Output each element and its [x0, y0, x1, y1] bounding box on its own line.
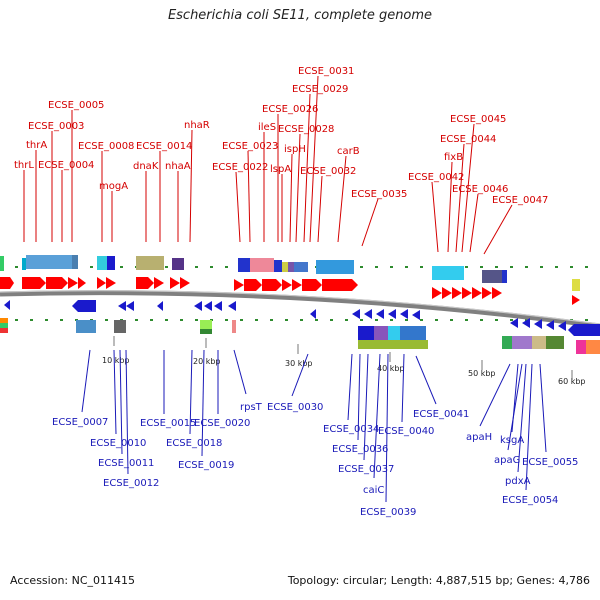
- genome-summary-text: Topology: circular; Length: 4,887,515 bp…: [287, 574, 590, 587]
- gene-label-top: thrA: [26, 140, 47, 151]
- gene-label-bottom: ksgA: [500, 435, 524, 446]
- accession-text: Accession: NC_011415: [10, 574, 136, 587]
- gene-label-top: ECSE_0047: [492, 195, 548, 206]
- gene-label-top: dnaK: [133, 161, 159, 172]
- gene-label-bottom: ECSE_0012: [103, 478, 159, 489]
- gene-label-top: ECSE_0023: [222, 141, 278, 152]
- gene-label-top: ECSE_0003: [28, 121, 84, 132]
- gene-label-bottom: ECSE_0019: [178, 460, 234, 471]
- gene-label-top: ECSE_0029: [292, 84, 348, 95]
- gene-label-top: ECSE_0014: [136, 141, 192, 152]
- gene-label-top: ECSE_0035: [351, 189, 407, 200]
- gene-label-bottom: ECSE_0010: [90, 438, 146, 449]
- genome-title: Escherichia coli SE11, complete genome: [167, 8, 433, 23]
- tick-label: 60 kbp: [558, 377, 586, 386]
- gene-label-bottom: ECSE_0039: [360, 507, 416, 518]
- gene-label-top: ECSE_0022: [212, 162, 268, 173]
- gene-label-bottom: ECSE_0020: [194, 418, 250, 429]
- gene-label-top: ECSE_0032: [300, 166, 356, 177]
- gene-label-bottom: ECSE_0036: [332, 444, 388, 455]
- top-labels: thrL thrA ECSE_0003 ECSE_0004 ECSE_0005 …: [14, 66, 548, 206]
- gene-label-bottom: rpsT: [240, 402, 263, 413]
- top-label-leaders: [23, 75, 513, 255]
- tick-label: 30 kbp: [285, 359, 313, 368]
- gene-label-bottom: ECSE_0007: [52, 417, 108, 428]
- gene-label-bottom: ECSE_0018: [166, 438, 222, 449]
- gene-label-top: ECSE_0044: [440, 134, 496, 145]
- gene-label-bottom: ECSE_0054: [502, 495, 558, 506]
- gene-label-top: ECSE_0008: [78, 141, 134, 152]
- tick-label: 40 kbp: [377, 364, 405, 373]
- feature-boxes-top: [0, 255, 580, 291]
- gene-label-bottom: pdxA: [505, 476, 531, 487]
- gene-label-bottom: apaH: [466, 432, 492, 443]
- gene-label-top: ispH: [284, 144, 306, 155]
- reverse-genes: [4, 300, 600, 336]
- gene-label-bottom: apaG: [494, 455, 520, 466]
- tick-label: 10 kbp: [102, 356, 130, 365]
- gene-label-top: nhaR: [184, 120, 210, 131]
- tick-label: 20 kbp: [193, 357, 221, 366]
- gene-label-bottom: ECSE_0015: [140, 418, 196, 429]
- gene-label-top: ECSE_0045: [450, 114, 506, 125]
- gene-label-top: fixB: [444, 152, 463, 163]
- gene-label-bottom: ECSE_0055: [522, 457, 578, 468]
- gene-label-top: ECSE_0026: [262, 104, 318, 115]
- gene-label-bottom: caiC: [363, 485, 384, 496]
- gene-label-top: ileS: [258, 122, 276, 133]
- gene-label-top: lspA: [270, 164, 291, 175]
- gene-label-bottom: ECSE_0040: [378, 426, 434, 437]
- scale-ticks: 10 kbp 20 kbp 30 kbp 40 kbp 50 kbp 60 kb…: [102, 336, 586, 386]
- feature-boxes-bottom: [0, 318, 600, 354]
- gene-label-bottom: ECSE_0011: [98, 458, 154, 469]
- gene-label-top: carB: [337, 146, 360, 157]
- gene-label-top: mogA: [99, 181, 128, 192]
- bottom-labels: ECSE_0007 ECSE_0010 ECSE_0011 ECSE_0012 …: [52, 402, 578, 518]
- gene-label-top: ECSE_0042: [408, 172, 464, 183]
- bottom-label-leaders: [81, 349, 547, 503]
- gene-label-top: ECSE_0031: [298, 66, 354, 77]
- gene-label-top: thrL: [14, 160, 34, 171]
- gene-label-top: ECSE_0028: [278, 124, 334, 135]
- gene-label-top: nhaA: [165, 161, 191, 172]
- forward-genes: [0, 277, 580, 305]
- gene-label-top: ECSE_0005: [48, 100, 104, 111]
- gene-label-bottom: ECSE_0030: [267, 402, 323, 413]
- tick-label: 50 kbp: [468, 369, 496, 378]
- gene-label-top: ECSE_0004: [38, 160, 94, 171]
- gene-label-top: ECSE_0046: [452, 184, 508, 195]
- gene-label-bottom: ECSE_0034: [323, 424, 379, 435]
- genome-backbone: [0, 290, 600, 329]
- gene-label-bottom: ECSE_0041: [413, 409, 469, 420]
- gene-label-bottom: ECSE_0037: [338, 464, 394, 475]
